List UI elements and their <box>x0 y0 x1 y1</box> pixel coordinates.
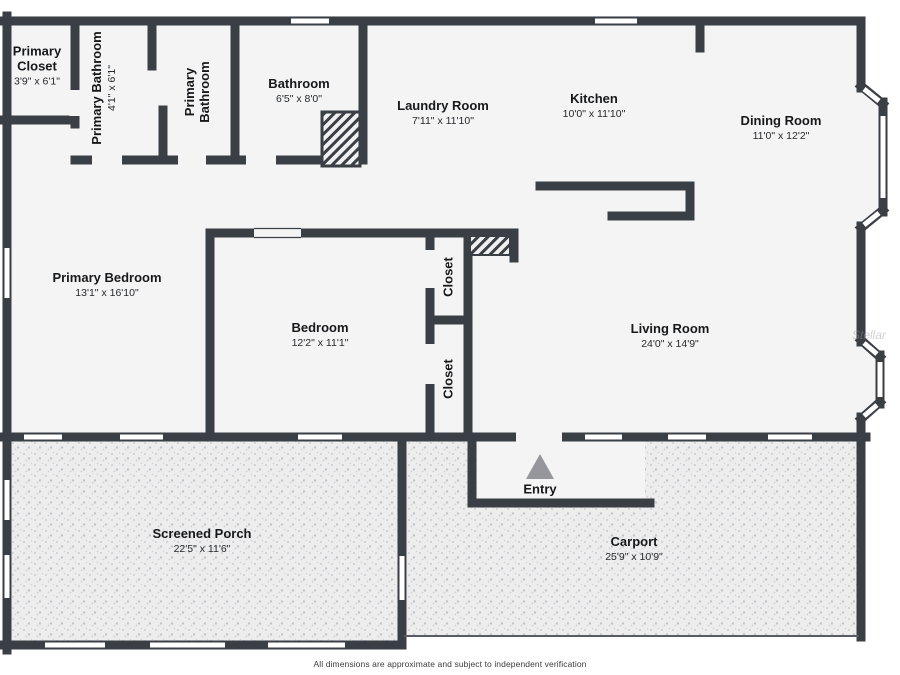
room-label-entry: Entry <box>523 481 557 498</box>
room-name: Primary Bathroom <box>182 61 212 123</box>
room-label-primary-bedroom: Primary Bedroom 13'1" x 16'10" <box>52 270 162 299</box>
room-dims: 6'5" x 8'0" <box>276 92 322 105</box>
room-dims: 25'9" x 10'9" <box>605 550 663 563</box>
room-name: Closet <box>440 257 456 297</box>
room-name: Carport <box>610 534 658 549</box>
room-label-primary-bathroom-2: Primary Bathroom <box>182 61 213 123</box>
room-label-kitchen: Kitchen 10'0" x 11'10" <box>562 91 626 120</box>
room-dims: 7'11" x 11'10" <box>412 114 474 127</box>
room-name: Screened Porch <box>152 526 252 541</box>
room-name: Primary Bathroom <box>89 31 104 145</box>
disclaimer-text: All dimensions are approximate and subje… <box>313 659 587 669</box>
room-dims: 4'1" x 6'1" <box>105 65 118 111</box>
room-dims: 13'1" x 16'10" <box>75 286 139 299</box>
entry-marker-icon <box>526 454 554 479</box>
room-name: Kitchen <box>570 91 618 106</box>
room-label-primary-closet: Primary Closet 3'9" x 6'1" <box>2 43 72 88</box>
room-dims: 11'0" x 12'2" <box>752 129 810 142</box>
room-label-bathroom: Bathroom 6'5" x 8'0" <box>268 76 330 105</box>
room-label-dining-room: Dining Room 11'0" x 12'2" <box>740 113 822 142</box>
bedroom-opening <box>254 227 301 239</box>
room-label-carport: Carport 25'9" x 10'9" <box>605 534 663 563</box>
watermark: Stellar <box>852 328 887 342</box>
room-dims: 3'9" x 6'1" <box>14 75 60 88</box>
room-label-primary-bathroom-1: Primary Bathroom 4'1" x 6'1" <box>89 31 118 145</box>
room-label-living-room: Living Room 24'0" x 14'9" <box>630 321 710 350</box>
screened-porch-texture <box>4 437 402 649</box>
utility-hatch <box>469 235 511 256</box>
room-name: Laundry Room <box>397 98 489 113</box>
room-dims: 22'5" x 11'6" <box>173 542 231 555</box>
room-dims: 24'0" x 14'9" <box>641 337 699 350</box>
room-name: Bedroom <box>291 320 349 335</box>
room-name: Entry <box>523 481 557 497</box>
room-label-closet-2: Closet <box>440 359 457 399</box>
room-name: Dining Room <box>740 113 822 128</box>
room-label-screened-porch: Screened Porch 22'5" x 11'6" <box>152 526 252 555</box>
door-openings <box>69 90 562 443</box>
room-dims: 12'2" x 11'1" <box>291 336 349 349</box>
windows <box>4 18 886 648</box>
room-label-laundry-room: Laundry Room 7'11" x 11'10" <box>397 98 489 127</box>
room-dims: 10'0" x 11'10" <box>562 107 626 120</box>
shower-hatch <box>320 110 362 168</box>
entry-pad <box>477 439 645 499</box>
room-name: Primary Closet <box>12 43 62 74</box>
room-label-closet-1: Closet <box>440 257 457 297</box>
room-name: Primary Bedroom <box>52 270 162 285</box>
room-name: Living Room <box>630 321 710 336</box>
room-name: Closet <box>440 359 456 399</box>
room-name: Bathroom <box>268 76 330 91</box>
room-label-bedroom: Bedroom 12'2" x 11'1" <box>291 320 349 349</box>
